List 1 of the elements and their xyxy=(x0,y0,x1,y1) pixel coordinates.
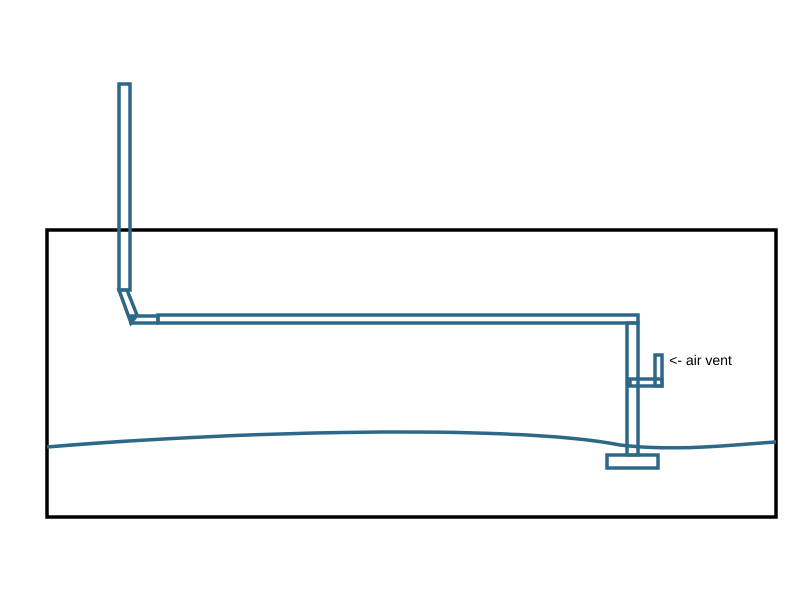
vent-label: <- air vent xyxy=(670,354,732,366)
